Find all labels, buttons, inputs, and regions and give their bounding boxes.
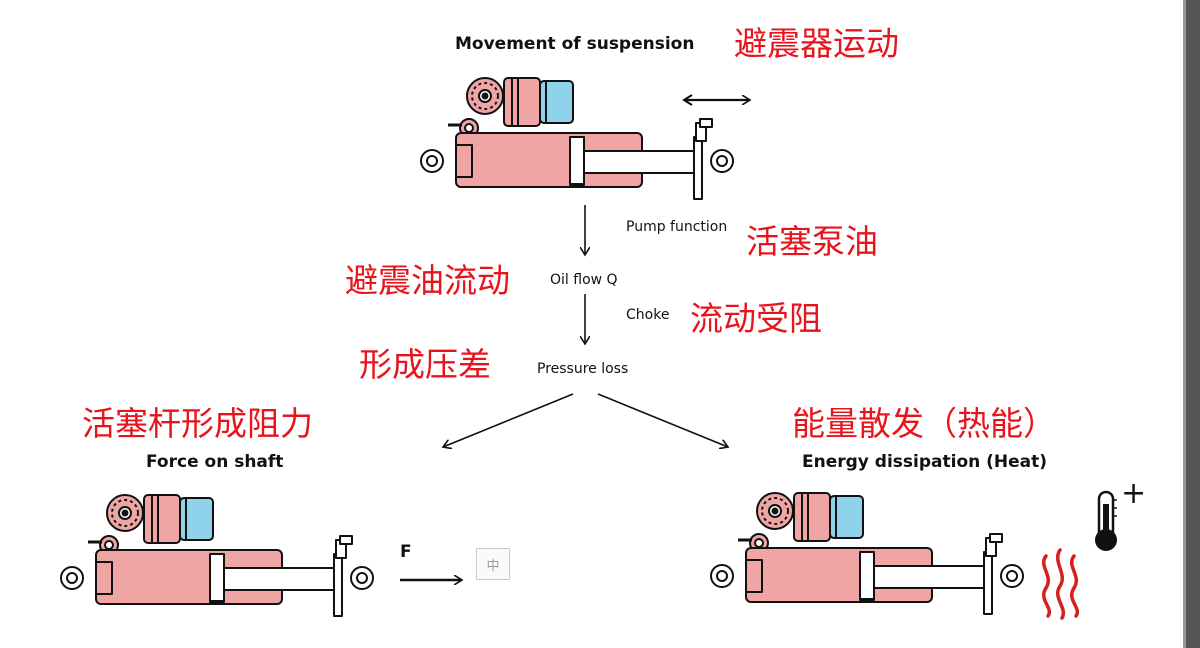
choke-cn: 流动受阻 bbox=[690, 299, 822, 338]
pressure-loss-cn: 形成压差 bbox=[359, 345, 491, 384]
energy-dissipation-en: Energy dissipation (Heat) bbox=[802, 452, 1048, 472]
window-edge bbox=[1186, 0, 1200, 648]
force-symbol: F bbox=[400, 542, 412, 562]
oil-flow-en: Oil flow Q bbox=[550, 272, 618, 288]
thermometer-icon bbox=[1095, 490, 1117, 551]
pump-function-cn: 活塞泵油 bbox=[746, 222, 878, 261]
ime-indicator[interactable]: 中 bbox=[476, 548, 510, 580]
thermometer-plus: + bbox=[1121, 476, 1146, 511]
force-on-shaft-en: Force on shaft bbox=[146, 452, 284, 472]
shock-absorber-top bbox=[419, 76, 735, 201]
force-on-shaft-cn: 活塞杆形成阻力 bbox=[82, 404, 313, 443]
oil-flow-cn: 避震油流动 bbox=[345, 261, 510, 300]
title-en: Movement of suspension bbox=[455, 34, 695, 54]
shock-absorber-heat bbox=[709, 491, 1025, 616]
pressure-loss-en: Pressure loss bbox=[537, 361, 629, 377]
title-cn: 避震器运动 bbox=[734, 24, 899, 63]
shock-absorber-force bbox=[59, 493, 375, 618]
heat-waves-icon bbox=[1042, 548, 1080, 620]
split-arrow-right bbox=[597, 393, 728, 447]
split-arrow-left bbox=[443, 393, 574, 447]
movement-double-arrow bbox=[682, 94, 750, 106]
energy-dissipation-cn: 能量散发（热能） bbox=[792, 404, 1056, 443]
choke-en: Choke bbox=[626, 307, 670, 323]
window-edge-shadow bbox=[1183, 0, 1186, 648]
pump-function-en: Pump function bbox=[626, 219, 728, 235]
